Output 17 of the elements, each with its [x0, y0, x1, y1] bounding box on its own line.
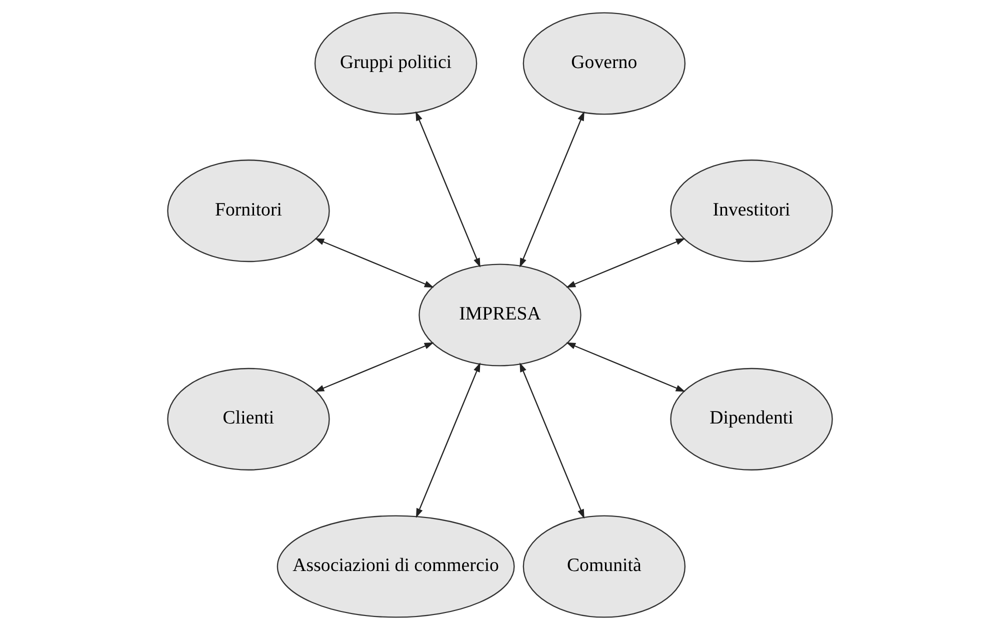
arrow: [314, 342, 434, 392]
node-ellipse: Clienti: [166, 368, 330, 470]
arrow: [566, 342, 685, 392]
arrow: [566, 238, 685, 288]
arrow: [519, 362, 584, 519]
node-ellipse: Gruppi politici: [314, 12, 477, 115]
node-ellipse: Dipendenti: [670, 368, 832, 470]
arrow: [415, 362, 480, 518]
node-ellipse: Comunità: [522, 515, 686, 618]
node-ellipse: Governo: [522, 12, 686, 115]
node-ellipse: Fornitori: [166, 160, 330, 262]
node-ellipse: IMPRESA: [418, 264, 581, 366]
arrow: [314, 238, 434, 288]
node-ellipse: Investitori: [670, 160, 832, 262]
arrow: [519, 111, 584, 268]
node-ellipse: Associazioni di commercio: [276, 515, 514, 618]
arrow: [415, 111, 480, 268]
